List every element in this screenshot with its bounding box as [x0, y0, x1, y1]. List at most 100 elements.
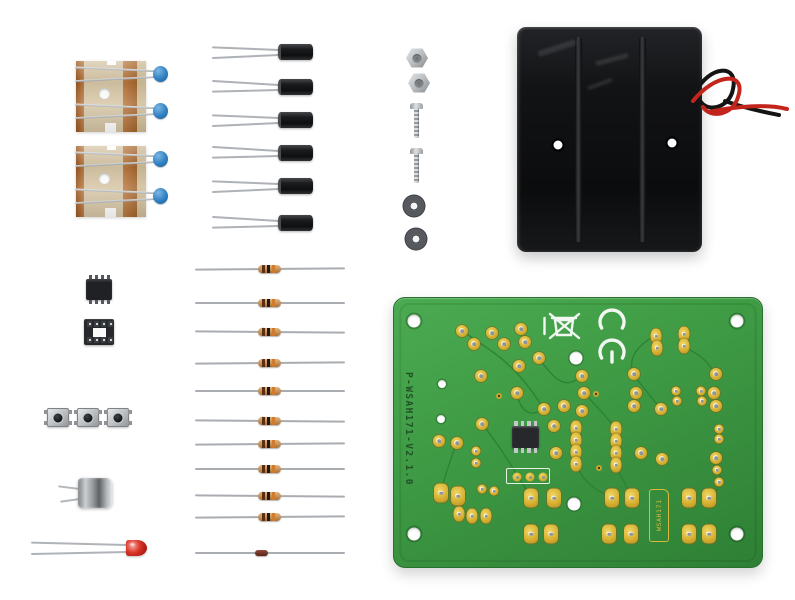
capacitor-lead [212, 188, 281, 193]
solder-pad [433, 435, 445, 447]
capacitor-body [278, 215, 313, 231]
tape-edge [137, 146, 146, 217]
push-button [104, 408, 132, 427]
ic-pin [107, 275, 110, 279]
component-tape-strip [75, 61, 168, 132]
resistor [195, 386, 345, 396]
tape-edge [137, 61, 146, 132]
solder-pad [682, 488, 696, 508]
solder-pad [678, 326, 690, 342]
hex-nut [406, 48, 428, 68]
tape-edge [76, 61, 84, 132]
solder-pad [451, 486, 465, 506]
socket-pin [108, 337, 113, 343]
programming-pad [512, 472, 522, 482]
solder-pad [651, 340, 663, 356]
pin-hole [102, 339, 105, 341]
solder-pad [708, 387, 720, 399]
capacitor-lead [212, 79, 281, 86]
ic-pin [95, 275, 98, 279]
solder-pad [498, 338, 510, 350]
programming-pad [525, 472, 535, 482]
solder-pad [476, 418, 488, 430]
pcb: P-WSAH171-V2.1.0 WSAH171 [393, 297, 763, 568]
red-wire [691, 76, 742, 116]
solder-pad [434, 483, 448, 503]
color-band [272, 298, 275, 308]
resistor [194, 438, 346, 449]
hex-nut [408, 73, 430, 93]
solder-pad [576, 405, 588, 417]
led-lead [31, 541, 129, 546]
solder-pad [524, 488, 538, 508]
resistor-body [258, 298, 281, 308]
machine-screw [410, 103, 423, 139]
screw-head [410, 148, 423, 154]
tape-hole [99, 173, 110, 184]
button-leg [74, 421, 78, 425]
tape-hole [99, 88, 110, 99]
smd-pin [527, 421, 531, 426]
color-band [271, 491, 276, 501]
ic-pin [107, 300, 110, 304]
capacitor-lead [212, 145, 281, 152]
color-band [261, 264, 266, 274]
button-leg [44, 410, 48, 414]
solder-pad [696, 386, 706, 396]
pin-hole [95, 339, 98, 341]
solder-pad [456, 325, 468, 337]
capacitor-body [278, 44, 313, 60]
button-leg [128, 410, 132, 414]
resistor-body [258, 386, 281, 396]
battery-holder [517, 27, 789, 252]
resistor-body [257, 512, 282, 522]
ic-pin [95, 300, 98, 304]
solder-pad [570, 444, 582, 460]
corner-mounting-hole [730, 527, 744, 541]
color-band [267, 298, 270, 308]
solder-pad [533, 352, 545, 364]
capacitor-body [278, 112, 313, 128]
corner-mounting-hole [730, 314, 744, 328]
solder-pad [570, 432, 582, 448]
washer [405, 228, 427, 250]
solder-pad [602, 524, 616, 544]
gloss-highlight [587, 77, 613, 91]
solder-pad [548, 420, 560, 432]
solder-pad [486, 327, 498, 339]
color-band [266, 512, 271, 522]
solder-pad [570, 420, 582, 436]
solder-pad [610, 445, 622, 461]
color-band [267, 386, 270, 396]
pin-hole [109, 339, 112, 341]
solder-pad [468, 338, 480, 350]
screw-shaft [414, 153, 419, 183]
pcb-label-box: WSAH171 [649, 489, 669, 542]
via-hole [593, 391, 599, 397]
color-band [266, 264, 271, 274]
component-tape-strip [75, 146, 168, 217]
smd-pin [533, 421, 537, 426]
solder-pad [544, 524, 558, 544]
resistor-body [257, 439, 282, 449]
solder-pad [477, 484, 487, 494]
black-wire-tail [723, 99, 781, 117]
corner-mounting-hole [407, 527, 421, 541]
socket-pin [108, 321, 113, 327]
solder-pad [550, 447, 562, 459]
mounting-hole [665, 136, 679, 150]
button-cap [82, 412, 94, 423]
weee-crossed-bin-icon [543, 312, 581, 340]
solder-pad [682, 524, 696, 544]
smd-pin [514, 448, 518, 453]
electrolytic-capacitor [211, 215, 314, 232]
solder-pad [672, 396, 682, 406]
ceramic-capacitor [153, 188, 168, 204]
nut-hole [414, 78, 424, 88]
solder-pad [714, 477, 724, 487]
solder-pad [714, 424, 724, 434]
resistor [194, 357, 346, 368]
color-band [267, 464, 270, 474]
button-leg [68, 421, 72, 425]
solder-pad [578, 387, 590, 399]
